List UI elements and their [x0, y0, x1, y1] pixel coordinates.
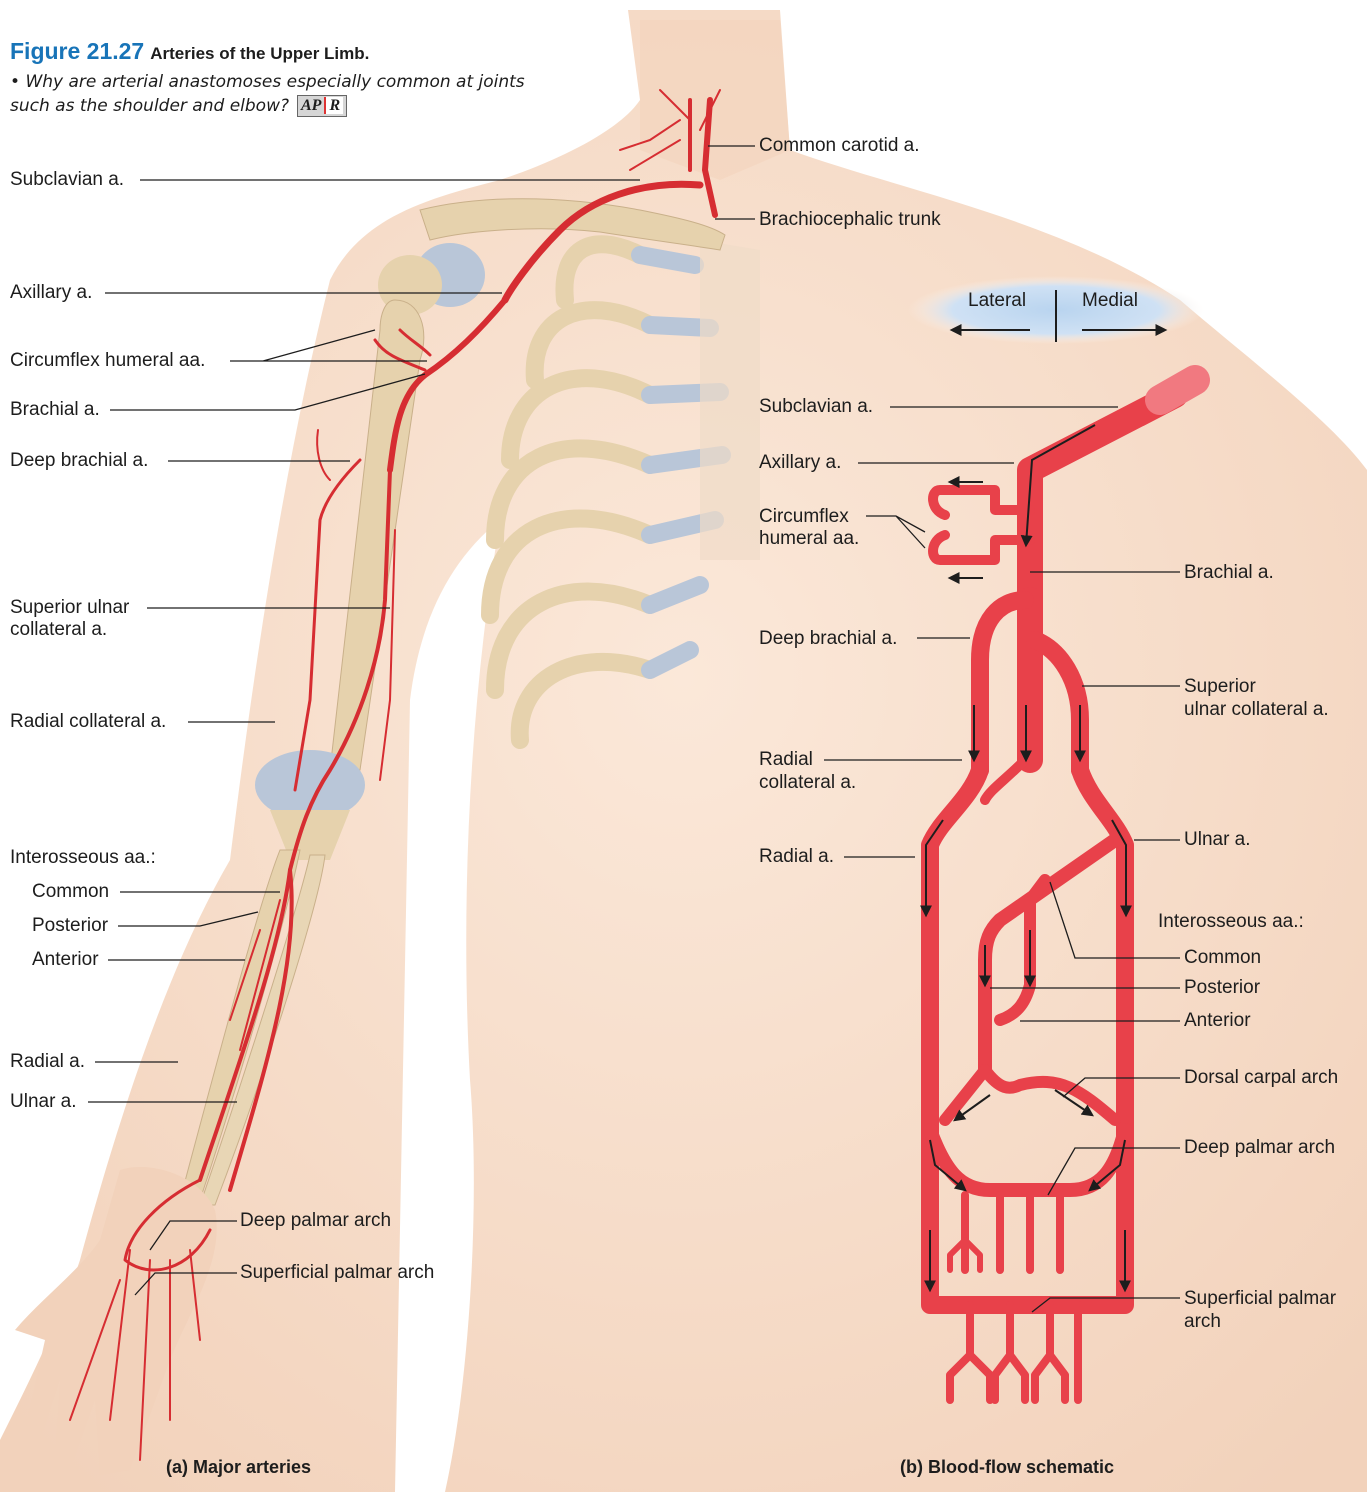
label-ulnar-left: Ulnar a.: [10, 1091, 77, 1113]
label-posterior-left: Posterior: [32, 915, 108, 937]
label-superior-ulnar-right-1: Superior: [1184, 676, 1256, 698]
figure-title: Arteries of the Upper Limb.: [150, 44, 369, 63]
caption-major-arteries: (a) Major arteries: [166, 1457, 311, 1478]
direction-lateral: Lateral: [968, 290, 1026, 312]
label-superior-ulnar-left-2: collateral a.: [10, 619, 107, 641]
label-brachial-right: Brachial a.: [1184, 562, 1274, 584]
label-circumflex-right-2: humeral aa.: [759, 528, 859, 550]
label-superficial-palmar-left: Superficial palmar arch: [240, 1262, 434, 1284]
label-radial-left: Radial a.: [10, 1051, 85, 1073]
label-axillary-right: Axillary a.: [759, 452, 841, 474]
label-radial-right: Radial a.: [759, 846, 834, 868]
label-anterior-left: Anterior: [32, 949, 99, 971]
figure-question-text: Why are arterial anastomoses especially …: [10, 72, 525, 116]
label-axillary-left: Axillary a.: [10, 282, 92, 304]
label-superior-ulnar-right-2: ulnar collateral a.: [1184, 699, 1329, 721]
label-posterior-right: Posterior: [1184, 977, 1260, 999]
label-deep-brachial-right: Deep brachial a.: [759, 628, 897, 650]
figure-number: Figure 21.27: [10, 38, 144, 64]
label-deep-brachial-left: Deep brachial a.: [10, 450, 148, 472]
label-ulnar-right: Ulnar a.: [1184, 829, 1251, 851]
label-subclavian-right: Subclavian a.: [759, 396, 873, 418]
label-deep-palmar-right: Deep palmar arch: [1184, 1137, 1335, 1159]
label-common-right: Common: [1184, 947, 1261, 969]
label-subclavian-left: Subclavian a.: [10, 169, 124, 191]
label-superior-ulnar-left-1: Superior ulnar: [10, 597, 129, 619]
label-superficial-palmar-right-1: Superficial palmar: [1184, 1288, 1336, 1310]
label-common-carotid: Common carotid a.: [759, 135, 920, 157]
caption-blood-flow-schematic: (b) Blood-flow schematic: [900, 1457, 1114, 1478]
label-common-left: Common: [32, 881, 109, 903]
label-radial-collateral-right-1: Radial: [759, 749, 813, 771]
label-radial-collateral-left: Radial collateral a.: [10, 711, 166, 733]
label-circumflex-right-1: Circumflex: [759, 506, 849, 528]
label-circumflex-left: Circumflex humeral aa.: [10, 350, 205, 372]
label-interosseous-right: Interosseous aa.:: [1158, 911, 1304, 933]
direction-medial: Medial: [1082, 290, 1138, 312]
figure-header: Figure 21.27 Arteries of the Upper Limb.: [10, 38, 369, 65]
label-brachiocephalic: Brachiocephalic trunk: [759, 209, 941, 231]
label-deep-palmar-left: Deep palmar arch: [240, 1210, 391, 1232]
label-anterior-right: Anterior: [1184, 1010, 1251, 1032]
apr-badge-left: AP: [301, 97, 321, 114]
label-brachial-left: Brachial a.: [10, 399, 100, 421]
label-superficial-palmar-right-2: arch: [1184, 1311, 1221, 1333]
figure-question: • Why are arterial anastomoses especiall…: [10, 70, 540, 118]
label-radial-collateral-right-2: collateral a.: [759, 772, 856, 794]
label-dorsal-carpal-right: Dorsal carpal arch: [1184, 1067, 1338, 1089]
label-interosseous-left: Interosseous aa.:: [10, 847, 156, 869]
apr-badge-right: R: [324, 97, 343, 114]
